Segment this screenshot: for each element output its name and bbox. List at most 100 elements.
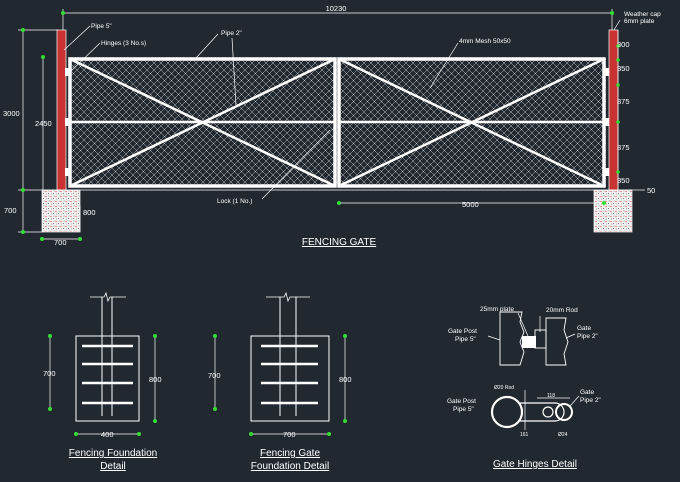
hinge-bottom	[65, 168, 71, 176]
hinges	[65, 68, 609, 176]
plan-gate-label-1: Gate	[580, 389, 594, 396]
dim-marker	[41, 55, 45, 59]
fence-dim-right: 800	[149, 375, 162, 384]
hinge-rod-block	[534, 329, 547, 349]
right-foundation	[593, 189, 633, 233]
fence-dim-bottom: 400	[101, 430, 114, 439]
hinge-top	[65, 68, 71, 76]
dim-marker	[21, 28, 25, 32]
leader	[569, 395, 580, 407]
hinge-strap-plan	[520, 402, 565, 422]
dim-marker	[61, 11, 65, 15]
fence-foundation-title-2: Detail	[100, 461, 126, 472]
dim-24-label: Ø24	[558, 432, 568, 438]
gate-foundation-block	[250, 335, 330, 422]
rod-dia-label: Ø20 Rod	[494, 385, 514, 391]
dim-marker	[213, 407, 217, 411]
right-brace-2	[338, 57, 605, 188]
dim-marker	[213, 334, 217, 338]
foundation-width-label: 700	[54, 238, 67, 247]
hinge-gate-label-2: Pipe 2"	[577, 333, 598, 340]
gate-elevation: 10230 3000 700 2450 700 800	[3, 4, 661, 248]
dim-marker	[249, 432, 253, 436]
gate-hinges-detail: 25mm plate 20mm Rod Gate Post Pipe 5" Ga…	[447, 306, 601, 470]
dim-marker	[48, 334, 52, 338]
gate-pipe-section	[545, 317, 569, 366]
dim-marker	[78, 237, 82, 241]
pipe2-label: Pipe 2"	[221, 30, 242, 37]
gate-dim-left: 700	[208, 371, 221, 380]
dim-marker	[153, 419, 157, 423]
hinge-post-label-2: Pipe 5"	[455, 336, 476, 343]
dim-marker	[343, 334, 347, 338]
gate-rails	[69, 57, 605, 188]
dim-marker	[21, 188, 25, 192]
fence-foundation-detail: 700 800 400 Fencing Foundation Detail	[43, 291, 162, 472]
anchor-bars	[82, 344, 133, 405]
plate-label: 6mm plate	[624, 18, 655, 25]
leaf-width-label: 5000	[462, 200, 479, 209]
dim-marker	[616, 120, 620, 124]
dim-marker	[137, 432, 141, 436]
post-plan-circle	[490, 395, 524, 429]
right-gate-post	[609, 30, 618, 190]
dim-marker	[343, 419, 347, 423]
gate-pipe-plan-circle	[555, 403, 573, 421]
hinge-top-right	[603, 68, 609, 76]
leader	[487, 335, 501, 341]
plate-leader	[517, 312, 529, 337]
dim-161-label: 161	[520, 432, 529, 438]
foundation-depth-right-label: 800	[83, 208, 96, 217]
dim-marker	[610, 11, 614, 15]
lock-label: Lock (1 No.)	[217, 198, 252, 205]
dim-marker	[337, 201, 341, 205]
hinge-mid	[65, 118, 71, 126]
overall-height-label: 3000	[3, 109, 20, 118]
hinge-plate	[522, 336, 536, 348]
hinge-gate-label-1: Gate	[577, 325, 591, 332]
leader	[565, 333, 576, 339]
hinges-label: Hinges (3 No.s)	[101, 40, 146, 47]
dim-marker	[153, 334, 157, 338]
anchor-bars	[261, 344, 318, 405]
right-300-label: 300	[617, 40, 630, 49]
hinge-pin-plan	[542, 406, 554, 418]
left-gate-post	[57, 30, 66, 190]
dim-marker	[40, 237, 44, 241]
gate-foundation-title-1: Fencing Gate	[260, 448, 320, 459]
break-line	[266, 291, 310, 303]
right-875-a-label: 875	[617, 97, 630, 106]
right-350-top-label: 350	[617, 64, 630, 73]
right-50-label: 50	[647, 186, 655, 195]
hinge-bottom-right	[603, 168, 609, 176]
hinge-post-label-1: Gate Post	[448, 328, 477, 335]
dim-marker	[327, 432, 331, 436]
hinges-title: Gate Hinges Detail	[493, 459, 577, 470]
leaders	[63, 19, 621, 200]
dim-marker	[602, 201, 606, 205]
main-title: FENCING GATE	[302, 237, 377, 248]
mesh-label: 4mm Mesh 50x50	[459, 38, 511, 45]
dim-marker	[74, 432, 78, 436]
gate-height-label: 2450	[35, 119, 52, 128]
hinge-rod-label: 20mm Rod	[546, 307, 578, 314]
foundation-depth-left-label: 700	[4, 206, 17, 215]
dim-marker	[616, 58, 620, 62]
fence-dim-left: 700	[43, 369, 56, 378]
dim-marker	[48, 407, 52, 411]
dim-marker	[21, 230, 25, 234]
hinge-plate-label: 25mm plate	[480, 306, 514, 313]
gate-post-section	[499, 311, 525, 366]
dim-118-label: 118	[547, 393, 555, 399]
plan-post-label-2: Pipe 5"	[453, 406, 474, 413]
overall-width-label: 10230	[326, 4, 347, 13]
right-350-bottom-label: 350	[617, 176, 630, 185]
dim-marker	[616, 170, 620, 174]
plan-gate-label-2: Pipe 2"	[580, 397, 601, 404]
dim-marker	[616, 44, 620, 48]
break-line	[90, 291, 126, 303]
hinge-mid-right	[603, 118, 609, 126]
pipe5-label: Pipe 5"	[91, 23, 112, 30]
gate-foundation-title-2: Foundation Detail	[251, 461, 329, 472]
